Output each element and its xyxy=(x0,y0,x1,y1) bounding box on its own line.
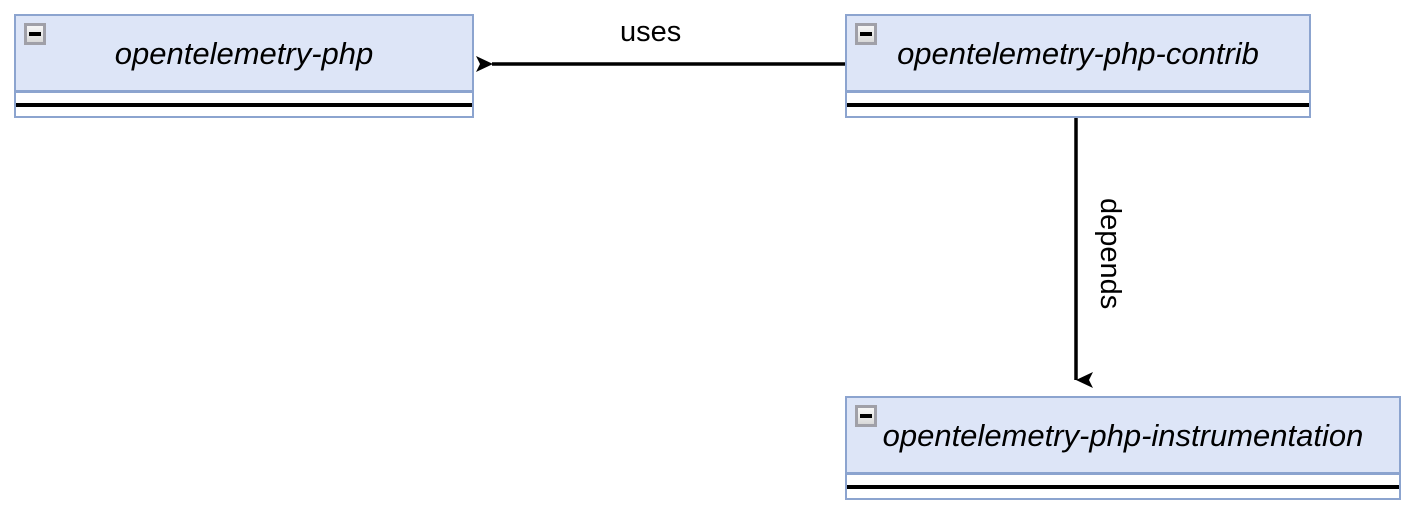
collapse-minus-icon[interactable] xyxy=(24,23,46,45)
minus-bar xyxy=(860,414,872,418)
node-separator xyxy=(16,90,472,93)
node-header: opentelemetry-php xyxy=(16,16,472,90)
edge-label-uses: uses xyxy=(620,16,682,48)
node-opentelemetry-php[interactable]: opentelemetry-php xyxy=(14,14,474,118)
compartment-rule xyxy=(847,102,1309,107)
node-compartment xyxy=(847,475,1399,498)
compartment-rule xyxy=(16,102,472,107)
collapse-minus-icon[interactable] xyxy=(855,405,877,427)
minus-bar xyxy=(860,32,872,36)
node-title: opentelemetry-php-instrumentation xyxy=(882,417,1364,453)
node-opentelemetry-php-contrib[interactable]: opentelemetry-php-contrib xyxy=(845,14,1311,118)
node-compartment xyxy=(16,93,472,116)
node-separator xyxy=(847,90,1309,93)
node-header: opentelemetry-php-instrumentation xyxy=(847,398,1399,472)
node-title: opentelemetry-php xyxy=(114,35,374,71)
node-title: opentelemetry-php-contrib xyxy=(897,35,1259,71)
node-header: opentelemetry-php-contrib xyxy=(847,16,1309,90)
node-separator xyxy=(847,472,1399,475)
collapse-minus-icon[interactable] xyxy=(855,23,877,45)
minus-bar xyxy=(29,32,41,36)
node-opentelemetry-php-instrumentation[interactable]: opentelemetry-php-instrumentation xyxy=(845,396,1401,500)
node-compartment xyxy=(847,93,1309,116)
compartment-rule xyxy=(847,484,1399,489)
edge-label-depends: depends xyxy=(1094,198,1126,310)
